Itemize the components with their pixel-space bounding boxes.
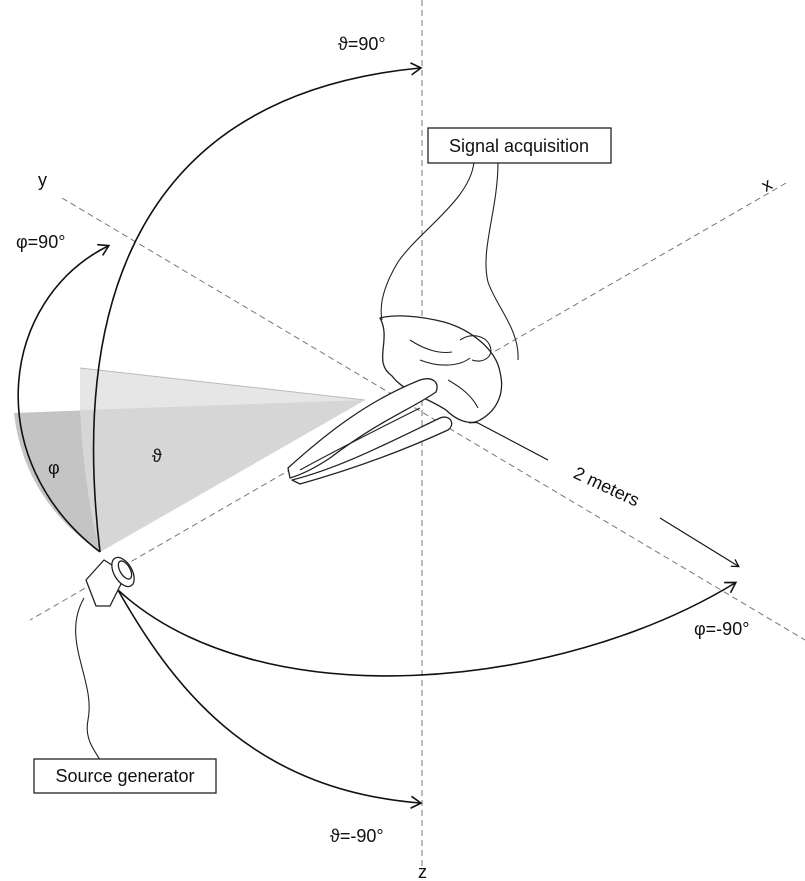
shade-edge [79,367,366,401]
theta-arc-lower [117,589,423,809]
theta-region [80,400,365,552]
axis-z-label: z [418,862,427,881]
phi-pos-label: φ=90° [16,232,65,252]
source-generator-label: Source generator [55,766,194,786]
source-generator-box [33,758,217,794]
source-cable [75,597,101,761]
theta-label: ϑ [152,446,162,466]
phi-label: φ [48,458,60,478]
theta-pos-label: ϑ=90° [338,34,386,54]
y-axis [61,197,805,641]
signal-acquisition-label: Signal acquisition [449,136,589,156]
distance-line-bottom [659,517,740,568]
theta-region-upper [80,368,365,410]
distance-label: 2 meters [571,463,643,511]
axis-y-label: y [38,170,47,190]
phi-arc-lower [117,581,738,677]
phi-neg-label: φ=-90° [694,619,749,639]
source-transducer [85,556,135,607]
signal-acquisition-box [427,127,612,164]
phi-arc-upper [17,243,111,553]
signal-cable [380,161,519,361]
theta-arc-upper [92,62,423,553]
axis-x-label: x [758,174,776,196]
theta-neg-label: ϑ=-90° [330,826,384,846]
dolphin-skull [287,315,503,485]
distance-line-top [468,415,549,461]
x-axis [29,182,787,621]
